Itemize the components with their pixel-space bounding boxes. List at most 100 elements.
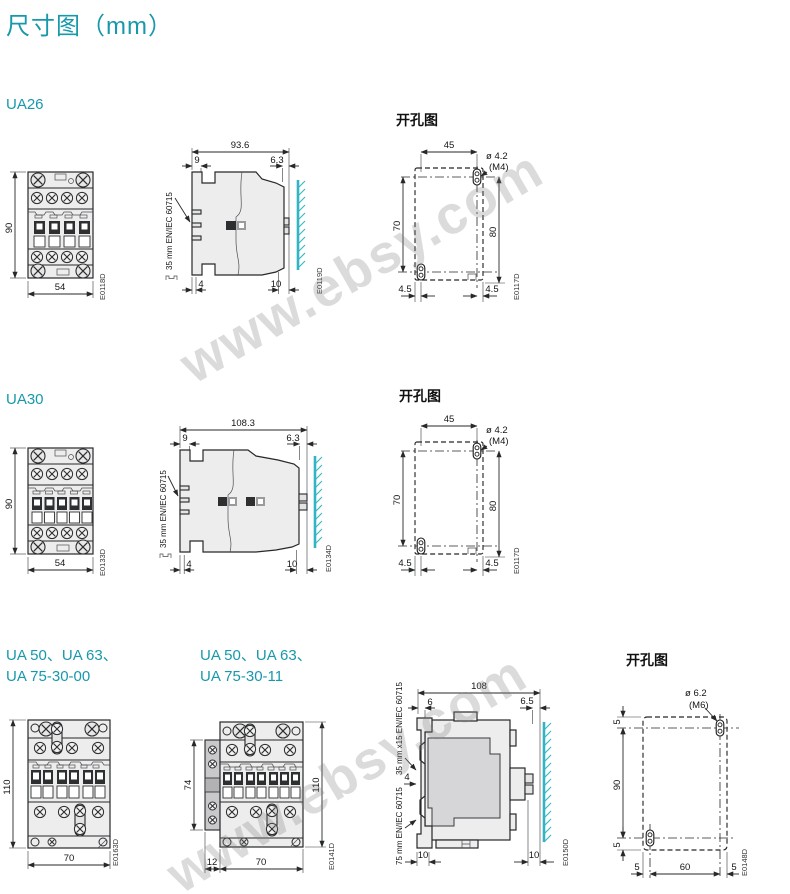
label-line1: UA 50、UA 63、 [200, 647, 312, 664]
dimension-lines: 45 ø 4.2 (M4) 70 80 4.5 4.5 [392, 414, 509, 576]
dim-4-5-right: 4.5 [485, 284, 498, 295]
dim-6-3: 6.3 [270, 155, 283, 166]
hole-diameter: ø 6.2 [685, 688, 707, 699]
contactor-front-body [219, 721, 304, 848]
terminal-blocks [31, 497, 93, 524]
dim-5-bottom: 5 [612, 842, 623, 847]
din-rail-bracket [416, 717, 433, 849]
dim-6-5: 6.5 [520, 696, 533, 707]
dim-70: 70 [392, 495, 403, 506]
ua26-front-view-drawing: 90 54 E0118D [4, 171, 107, 300]
mounting-hole-slot [715, 719, 725, 737]
dim-width: 70 [256, 857, 267, 868]
drill-diagram-heading: 开孔图 [399, 388, 441, 404]
hole-tap: (M4) [489, 436, 509, 447]
dimension-lines: 90 54 [4, 171, 94, 298]
dimension-lines: 45 ø 4.2 (M4) 70 80 4.5 4.5 [392, 140, 509, 302]
dim-4: 4 [404, 772, 409, 783]
terminal-blocks [33, 221, 91, 248]
ua75-side-view-drawing: 108 6 6.5 4 10 10 [395, 681, 570, 866]
dimension-lines: 108 6 6.5 4 10 10 [404, 681, 554, 866]
contactor-side-profile [191, 171, 290, 276]
dim-total-depth: 108.3 [231, 418, 255, 429]
dim-90: 90 [612, 780, 623, 791]
mounting-hole-slot [416, 537, 426, 555]
hole-tap: (M6) [689, 700, 709, 711]
dim-70: 70 [392, 221, 403, 232]
figure-code: E0148D [740, 848, 749, 876]
figure-code: E0117D [512, 273, 521, 300]
dim-total-depth: 93.6 [231, 140, 250, 151]
dim-height: 110 [2, 779, 13, 794]
label-line2: UA 75-30-00 [6, 668, 91, 685]
section-label-ua50-63-75-30-11: UA 50、UA 63、 UA 75-30-11 [200, 645, 312, 687]
figure-code: E0118D [98, 273, 107, 300]
drill-diagram-heading: 开孔图 [396, 112, 438, 128]
rail-standard-label-35mm: 35 mm x15 EN/IEC 60715 [395, 682, 404, 775]
dim-total-depth: 108 [471, 681, 487, 692]
dim-45: 45 [444, 414, 455, 425]
ua75-30-11-front-view-drawing: 74 110 12 70 [183, 721, 336, 873]
dim-height: 90 [4, 223, 15, 234]
dim-10: 10 [271, 279, 282, 290]
label-line2: UA 75-30-11 [200, 668, 284, 685]
dimension-lines: ø 6.2 (M6) 5 90 5 5 60 5 [612, 688, 739, 878]
din-rail-label: 35 mm EN/IEC 60715 [165, 192, 191, 280]
dim-width: 70 [64, 853, 75, 864]
dimension-lines: 90 54 [4, 447, 94, 574]
dim-aux-width: 12 [207, 857, 218, 868]
hole-tap: (M4) [489, 162, 509, 173]
dim-4: 4 [198, 279, 203, 290]
ua30-drill-diagram: 45 ø 4.2 (M4) 70 80 4.5 4.5 E0117D [392, 414, 521, 576]
drill-diagram-heading: 开孔图 [626, 652, 668, 668]
dimension-lines: 110 70 [2, 719, 111, 869]
mounting-hole-slot [472, 168, 482, 186]
hole-diameter: ø 4.2 [486, 425, 508, 436]
contactor-side-profile [416, 711, 534, 849]
dim-4-5-right: 4.5 [485, 558, 498, 569]
din-rail-labels: 35 mm x15 EN/IEC 60715 75 mm EN/IEC 6071… [395, 682, 417, 865]
contactor-front-body [27, 447, 94, 555]
mounting-hole-slot [416, 263, 426, 281]
rail-standard-label: 35 mm EN/IEC 60715 [165, 192, 174, 270]
contactor-side-profile [179, 449, 308, 553]
section-label-ua26: UA26 [6, 96, 44, 113]
mounting-wall [542, 722, 552, 843]
contactor-front-body [27, 171, 94, 279]
figure-code: E0133D [98, 548, 107, 576]
dim-5-top: 5 [612, 719, 623, 724]
figure-code: E0117D [512, 547, 521, 574]
ua30-side-view-drawing: 108.3 9 6.3 4 10 35 mm EN/IEC 60 [159, 418, 333, 574]
ua26-side-view-drawing: 93.6 9 6.3 4 10 35 mm EN/IEC 60715 [165, 140, 324, 294]
din-rail-label: 35 mm EN/IEC 60715 [159, 470, 179, 558]
dim-45: 45 [444, 140, 455, 151]
section-label-ua30: UA30 [6, 391, 44, 408]
dim-4-5-left: 4.5 [398, 284, 411, 295]
ua30-front-view-drawing: 90 54 E0133D [4, 447, 107, 576]
ua75-30-00-front-view-drawing: 110 70 E0163D [2, 719, 120, 869]
dimension-lines: 108.3 9 6.3 4 10 [170, 418, 317, 574]
rail-standard-label: 35 mm EN/IEC 60715 [159, 470, 168, 548]
dim-10: 10 [287, 559, 298, 570]
dim-9: 9 [194, 155, 199, 166]
dim-4-5-left: 4.5 [398, 558, 411, 569]
page-title: 尺寸图（mm） [6, 13, 173, 40]
label-line1: UA 50、UA 63、 [6, 647, 118, 664]
dim-10-right: 10 [529, 850, 540, 861]
dim-4: 4 [186, 559, 191, 570]
dim-width: 54 [55, 282, 66, 293]
dimension-lines: 93.6 9 6.3 4 10 [182, 140, 299, 294]
aux-contact-block [204, 739, 221, 831]
section-label-ua50-63-75-30-00: UA 50、UA 63、 UA 75-30-00 [6, 645, 118, 687]
dim-width: 54 [55, 558, 66, 569]
dim-60: 60 [680, 862, 691, 873]
mounting-hole-slot [645, 829, 655, 847]
figure-code: E0134D [324, 544, 333, 572]
dim-6: 6 [427, 697, 432, 708]
dim-height: 90 [4, 499, 15, 510]
dim-6-3: 6.3 [286, 433, 299, 444]
hole-diameter: ø 4.2 [486, 151, 508, 162]
mounting-wall [313, 456, 323, 548]
figure-code: E0119D [315, 267, 324, 294]
